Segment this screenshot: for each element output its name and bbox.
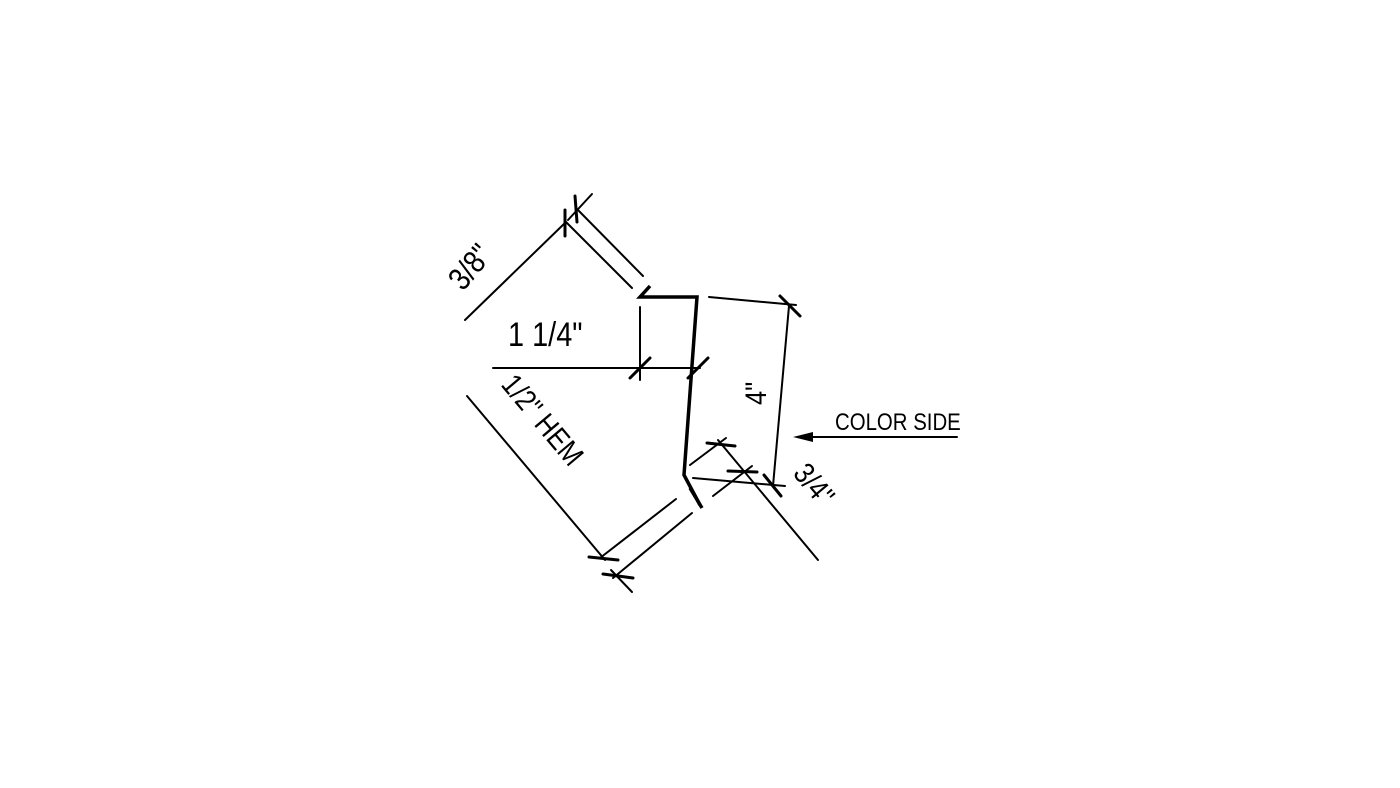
label-3-4: 3/4" xyxy=(787,457,841,513)
dimension-1-1-4 xyxy=(492,306,710,381)
label-color-side: COLOR SIDE xyxy=(835,408,961,435)
label-1-1-4: 1 1/4" xyxy=(508,315,583,354)
dimension-hem xyxy=(466,395,693,593)
label-4: 4" xyxy=(739,382,772,405)
color-side-arrow xyxy=(793,432,958,442)
dimension-4 xyxy=(692,294,802,498)
flashing-profile xyxy=(636,284,704,509)
dimension-3-8 xyxy=(464,193,644,321)
dimension-3-4 xyxy=(689,437,819,561)
label-3-8: 3/8" xyxy=(442,238,500,297)
label-hem: 1/2" HEM xyxy=(495,368,590,472)
